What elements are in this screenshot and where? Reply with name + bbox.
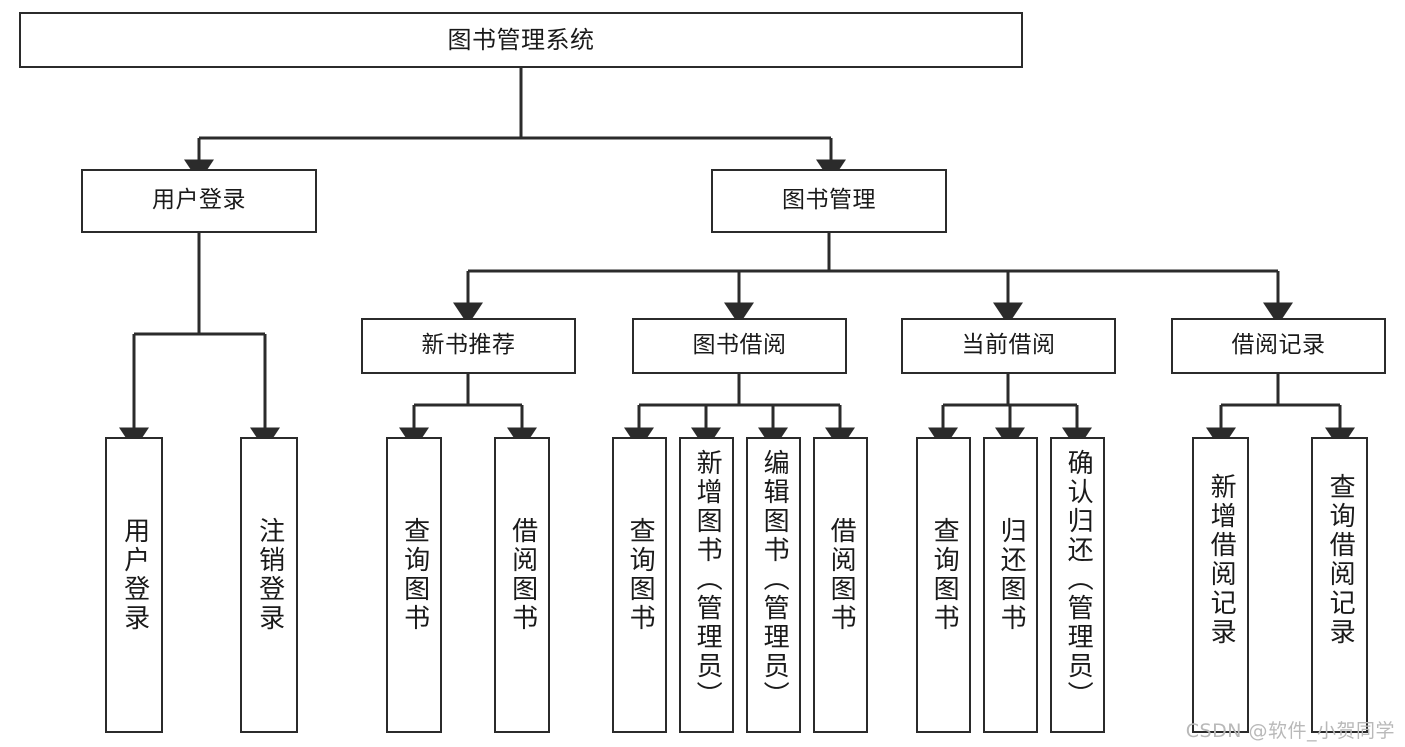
node-label: 查询图书 (399, 517, 430, 633)
leaf-book-borrow-add-book-admin[interactable]: 新增图书（管理员） (679, 437, 734, 733)
watermark-text: CSDN @软件_小贺同学 (1185, 720, 1395, 742)
leaf-current-borrow-return-books[interactable]: 归还图书 (983, 437, 1038, 733)
node-label: 新书推荐 (421, 332, 516, 359)
leaf-new-book-query-books[interactable]: 查询图书 (386, 437, 442, 733)
leaf-current-borrow-confirm-return-admin[interactable]: 确认归还（管理员） (1050, 437, 1105, 733)
node-label: 用户登录 (152, 187, 246, 214)
node-label: 图书管理系统 (447, 25, 595, 54)
node-book-borrowing[interactable]: 图书借阅 (632, 318, 847, 374)
leaf-borrow-record-add-record[interactable]: 新增借阅记录 (1192, 437, 1249, 733)
node-label: 编辑图书（管理员） (759, 449, 790, 710)
leaf-book-borrow-query-books[interactable]: 查询图书 (612, 437, 667, 733)
node-label: 借阅图书 (826, 517, 857, 633)
node-label: 图书借阅 (692, 332, 787, 359)
node-user-login[interactable]: 用户登录 (81, 169, 317, 233)
leaf-book-borrow-borrow-books[interactable]: 借阅图书 (813, 437, 868, 733)
node-label: 注销登录 (254, 517, 285, 633)
node-book-management[interactable]: 图书管理 (711, 169, 947, 233)
node-label: 查询图书 (625, 517, 656, 633)
node-root-book-management-system[interactable]: 图书管理系统 (19, 12, 1023, 68)
node-label: 图书管理 (782, 187, 876, 214)
node-current-borrowing[interactable]: 当前借阅 (901, 318, 1116, 374)
node-label: 查询借阅记录 (1325, 473, 1356, 647)
node-label: 借阅图书 (507, 517, 538, 633)
node-label: 确认归还（管理员） (1063, 449, 1094, 710)
leaf-user-login-signin[interactable]: 用户登录 (105, 437, 163, 733)
node-label: 查询图书 (929, 517, 960, 633)
node-label: 新增借阅记录 (1206, 473, 1237, 647)
node-label: 归还图书 (996, 517, 1027, 633)
node-new-book-recommendation[interactable]: 新书推荐 (361, 318, 576, 374)
leaf-user-login-signout[interactable]: 注销登录 (240, 437, 298, 733)
leaf-book-borrow-edit-book-admin[interactable]: 编辑图书（管理员） (746, 437, 801, 733)
node-label: 借阅记录 (1231, 332, 1326, 359)
node-label: 新增图书（管理员） (692, 449, 723, 710)
leaf-current-borrow-query-books[interactable]: 查询图书 (916, 437, 971, 733)
leaf-borrow-record-query-record[interactable]: 查询借阅记录 (1311, 437, 1368, 733)
node-borrowing-record[interactable]: 借阅记录 (1171, 318, 1386, 374)
leaf-new-book-borrow-books[interactable]: 借阅图书 (494, 437, 550, 733)
node-label: 用户登录 (119, 517, 150, 633)
node-label: 当前借阅 (961, 332, 1056, 359)
